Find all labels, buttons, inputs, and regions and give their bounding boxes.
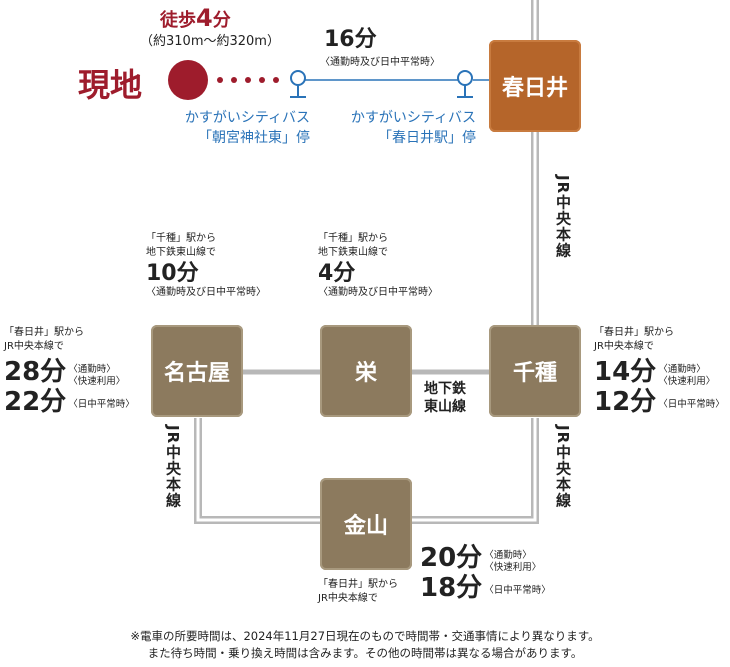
kanayama-route: 「春日井」駅から JR中央本線で — [318, 579, 398, 604]
jr-line-label: JR中央本線 — [554, 175, 572, 259]
subway-line-label: 地下鉄東山線 — [424, 381, 466, 415]
jr-line-label: JR中央本線 — [554, 425, 572, 509]
chikusa-jr-info: 「春日井」駅から JR中央本線で 14分〈通勤時〉〈快速利用〉 12分〈日中平常… — [594, 327, 725, 417]
walk-time: 徒歩4分 — [160, 4, 231, 32]
sakae-info: 「千種」駅から 地下鉄東山線で 4分 〈通勤時及び日中平常時〉 — [318, 233, 438, 298]
bus-minutes: 16分 — [324, 27, 377, 52]
bus-stop-2-label: かすがいシティバス「春日井駅」停 — [350, 110, 476, 146]
bus-stop-1-label: かすがいシティバス「朝宮神社東」停 — [184, 110, 310, 146]
bus-stop-icon — [290, 70, 306, 98]
bus-stop-icon — [457, 70, 473, 98]
site-marker — [168, 60, 208, 100]
station-kanayama: 金山 — [320, 478, 412, 570]
nagoya-info: 「千種」駅から 地下鉄東山線で 10分 〈通勤時及び日中平常時〉 — [146, 233, 266, 298]
kanayama-times: 20分〈通勤時〉〈快速利用〉 18分〈日中平常時〉 — [420, 543, 551, 603]
station-nagoya: 名古屋 — [151, 325, 243, 417]
site-label: 現地 — [78, 66, 143, 104]
bus-note: 〈通勤時及び日中平常時〉 — [320, 57, 440, 68]
station-sakae: 栄 — [320, 325, 412, 417]
walk-dots — [217, 77, 279, 83]
jr-line-label: JR中央本線 — [164, 425, 182, 509]
footnote: ※電車の所要時間は、2024年11月27日現在のもので時間帯・交通事情により異な… — [130, 629, 600, 660]
station-kasugai: 春日井 — [489, 40, 581, 132]
station-chikusa: 千種 — [489, 325, 581, 417]
nagoya-jr-info: 「春日井」駅から JR中央本線で 28分〈通勤時〉〈快速利用〉 22分〈日中平常… — [4, 327, 135, 417]
walk-distance: （約310m〜約320m） — [140, 34, 280, 49]
